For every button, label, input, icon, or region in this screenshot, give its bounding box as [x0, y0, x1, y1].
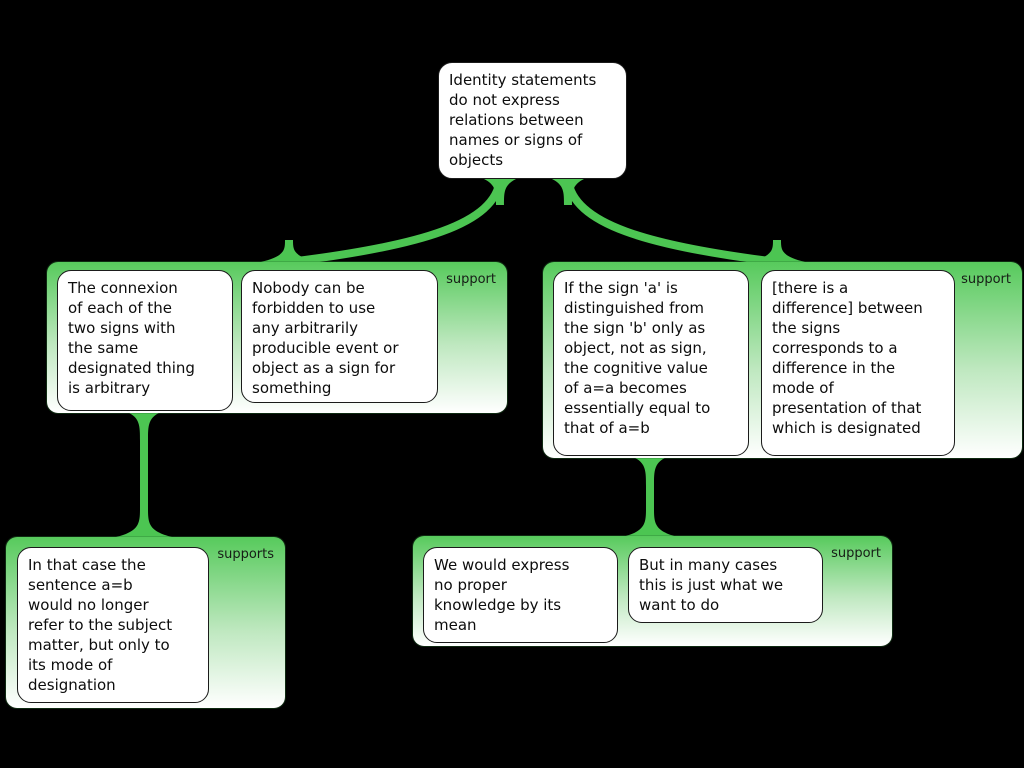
- group-label: support: [831, 546, 881, 561]
- argument-text: But in many cases this is just what we w…: [639, 556, 784, 614]
- support-group-upper-left[interactable]: support The connexion of each of the two…: [47, 262, 507, 413]
- group-label: support: [446, 272, 496, 287]
- argument-node[interactable]: But in many cases this is just what we w…: [628, 547, 823, 623]
- argument-node-root[interactable]: Identity statements do not express relat…: [438, 62, 627, 179]
- argument-text: If the sign 'a' is distinguished from th…: [564, 279, 711, 437]
- edge-flare: [116, 507, 172, 537]
- argument-text: [there is a difference] between the sign…: [772, 279, 923, 437]
- argument-text: The connexion of each of the two signs w…: [68, 279, 195, 397]
- support-group-lower-left[interactable]: supports In that case the sentence a=b w…: [6, 537, 285, 708]
- edge-flare: [261, 240, 317, 262]
- argument-text: Nobody can be forbidden to use any arbit…: [252, 279, 399, 397]
- argument-text: Identity statements do not express relat…: [449, 71, 597, 169]
- edge-flare: [484, 179, 516, 205]
- argument-node[interactable]: Nobody can be forbidden to use any arbit…: [241, 270, 438, 403]
- argument-text: We would express no proper knowledge by …: [434, 556, 570, 634]
- support-group-lower-middle[interactable]: support We would express no proper knowl…: [413, 536, 892, 646]
- support-edge: [288, 178, 504, 266]
- edge-flare: [749, 240, 805, 262]
- argument-node[interactable]: We would express no proper knowledge by …: [423, 547, 618, 643]
- argument-node[interactable]: In that case the sentence a=b would no l…: [17, 547, 209, 703]
- support-edge: [564, 178, 778, 266]
- argument-node[interactable]: [there is a difference] between the sign…: [761, 270, 955, 456]
- group-label: supports: [217, 547, 274, 562]
- argument-node[interactable]: The connexion of each of the two signs w…: [57, 270, 233, 411]
- edge-flare: [125, 411, 163, 441]
- argument-text: In that case the sentence a=b would no l…: [28, 556, 173, 694]
- edge-flare: [552, 179, 584, 205]
- support-group-upper-right[interactable]: support If the sign 'a' is distinguished…: [543, 262, 1022, 458]
- edge-flare: [631, 456, 669, 486]
- group-label: support: [961, 272, 1011, 287]
- argument-node[interactable]: If the sign 'a' is distinguished from th…: [553, 270, 749, 456]
- edge-flare: [622, 507, 678, 537]
